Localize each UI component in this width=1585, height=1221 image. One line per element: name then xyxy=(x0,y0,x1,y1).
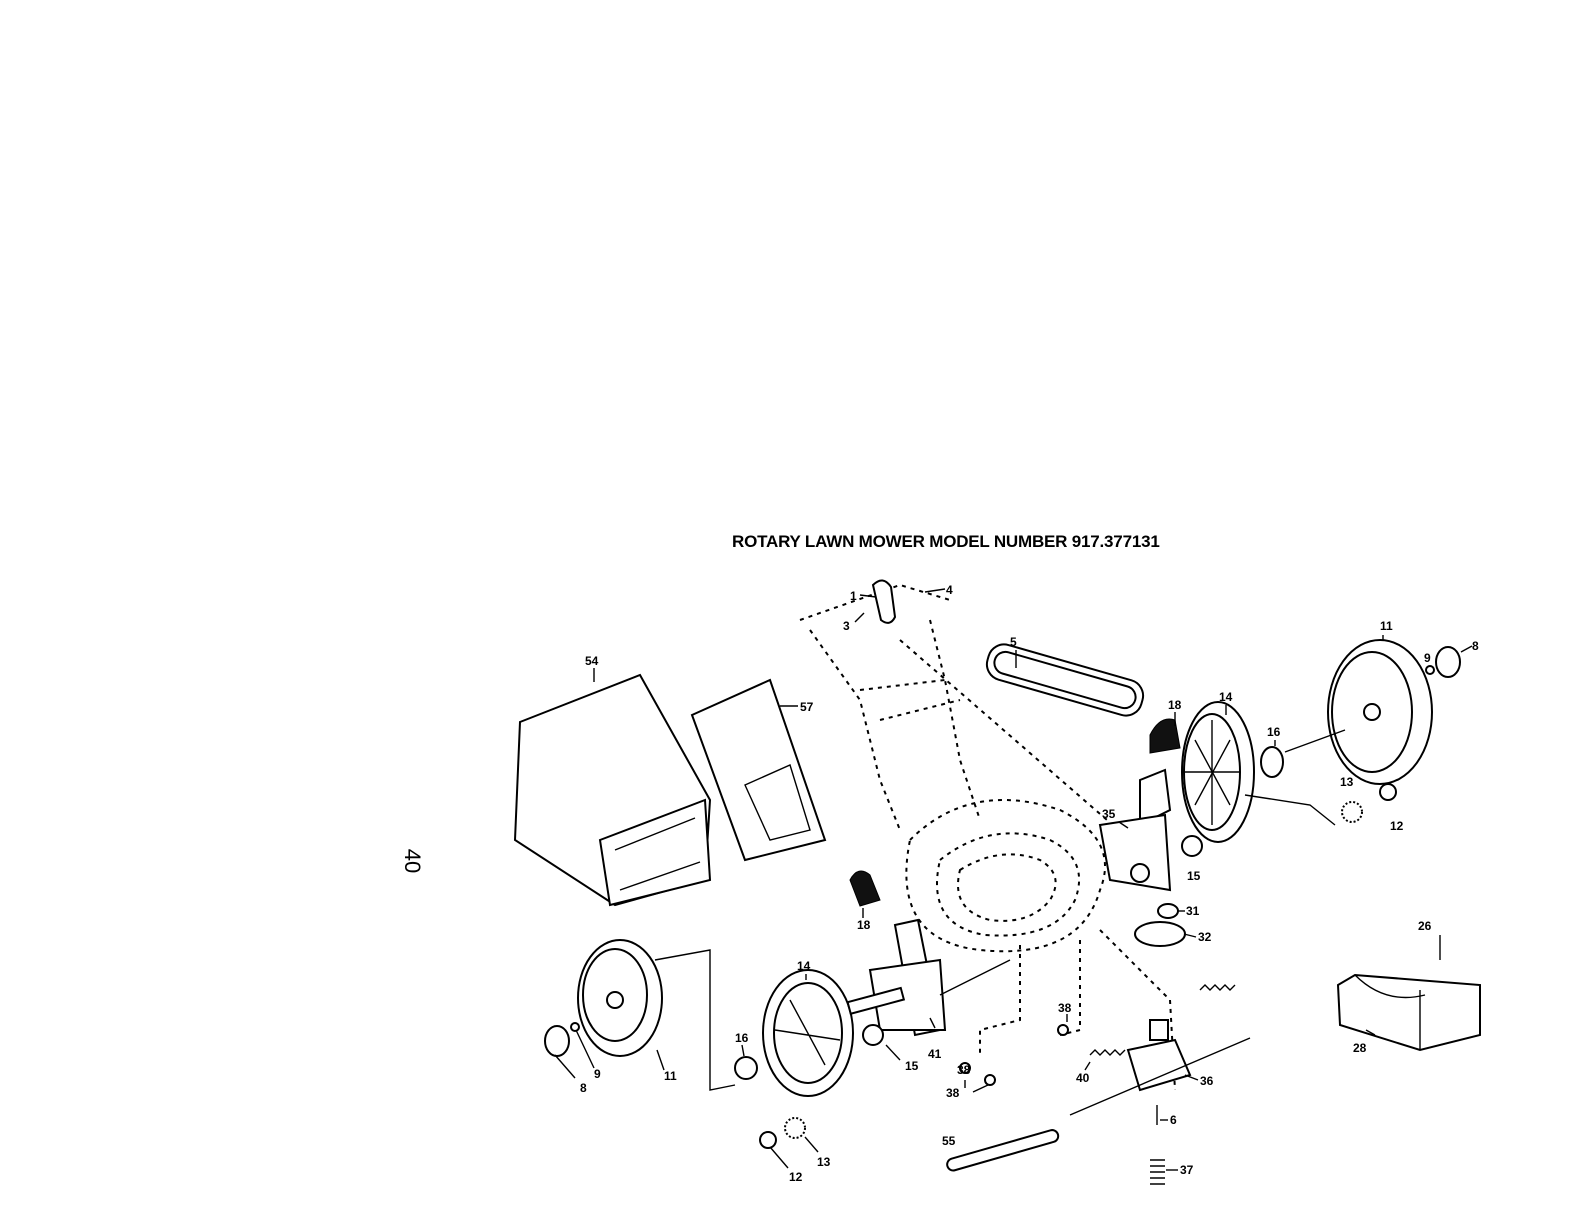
callout-11-right: 11 xyxy=(1380,619,1393,633)
hubcap-right xyxy=(1436,647,1460,677)
gear-case-right xyxy=(1100,770,1170,890)
callout-31: 31 xyxy=(1186,904,1200,918)
retaining-ring-left xyxy=(760,1132,776,1148)
callout-18-left: 18 xyxy=(857,918,871,932)
callout-5: 5 xyxy=(1010,635,1017,649)
axle-rod xyxy=(946,1129,1060,1172)
callout-1: 1 xyxy=(850,589,857,603)
right-wheel xyxy=(1328,640,1432,784)
rear-deflector xyxy=(1338,975,1480,1050)
callout-38-b: 38 xyxy=(957,1063,971,1077)
screw-right xyxy=(1426,666,1434,674)
callout-16-left: 16 xyxy=(735,1031,749,1045)
cap-31 xyxy=(1158,904,1178,918)
callout-14-right: 14 xyxy=(1219,690,1233,704)
pinion-gear-left xyxy=(785,1118,805,1138)
callout-6: 6 xyxy=(1170,1113,1177,1127)
callout-13-right: 13 xyxy=(1340,775,1354,789)
gear-case-left xyxy=(848,920,945,1035)
callout-55: 55 xyxy=(942,1134,956,1148)
left-gear-cover xyxy=(763,970,853,1096)
grass-bag xyxy=(515,675,710,905)
knob-32 xyxy=(1135,922,1185,946)
hubcap-left xyxy=(545,1026,569,1056)
callout-26: 26 xyxy=(1418,919,1432,933)
callout-28: 28 xyxy=(1353,1041,1367,1055)
callout-54: 54 xyxy=(585,654,599,668)
callout-15-left: 15 xyxy=(905,1059,919,1073)
mower-deck xyxy=(906,800,1105,951)
callout-16-right: 16 xyxy=(1267,725,1281,739)
pinion-gear-right xyxy=(1342,802,1362,822)
spring-40 xyxy=(1090,1050,1125,1055)
callout-12-right: 12 xyxy=(1390,819,1404,833)
transmission xyxy=(1070,1020,1250,1115)
callout-13-left: 13 xyxy=(817,1155,831,1169)
callout-12-left: 12 xyxy=(789,1170,803,1184)
callout-18-right: 18 xyxy=(1168,698,1182,712)
callout-38-c: 38 xyxy=(946,1086,960,1100)
callout-9-right: 9 xyxy=(1424,651,1431,665)
callout-11-left: 11 xyxy=(664,1069,677,1083)
callout-35: 35 xyxy=(1102,807,1116,821)
callout-37: 37 xyxy=(1180,1163,1194,1177)
washer-15-right xyxy=(1182,836,1202,856)
nut-38-a xyxy=(1058,1025,1068,1035)
retaining-ring-right xyxy=(1380,784,1396,800)
callout-41: 41 xyxy=(928,1047,942,1061)
callout-8-left: 8 xyxy=(580,1081,587,1095)
callout-8-right: 8 xyxy=(1472,639,1479,653)
washer-15-left xyxy=(863,1025,883,1045)
washer-right xyxy=(1261,747,1283,777)
callout-14-left: 14 xyxy=(797,959,811,973)
callout-57: 57 xyxy=(800,700,814,714)
callout-32: 32 xyxy=(1198,930,1212,944)
spring-37 xyxy=(1150,1160,1165,1184)
callout-38-a: 38 xyxy=(1058,1001,1072,1015)
callout-36: 36 xyxy=(1200,1074,1214,1088)
callout-40: 40 xyxy=(1076,1071,1090,1085)
nut-38-c xyxy=(985,1075,995,1085)
washer-16-left xyxy=(735,1057,757,1079)
spring-upper xyxy=(1200,985,1235,990)
callout-15-right: 15 xyxy=(1187,869,1201,883)
callout-3: 3 xyxy=(843,619,850,633)
callout-9-left: 9 xyxy=(594,1067,601,1081)
callout-4: 4 xyxy=(946,583,953,597)
left-wheel xyxy=(578,940,662,1056)
tab-left xyxy=(850,871,880,906)
right-gear-cover xyxy=(1182,702,1254,842)
screw-left xyxy=(571,1023,579,1031)
